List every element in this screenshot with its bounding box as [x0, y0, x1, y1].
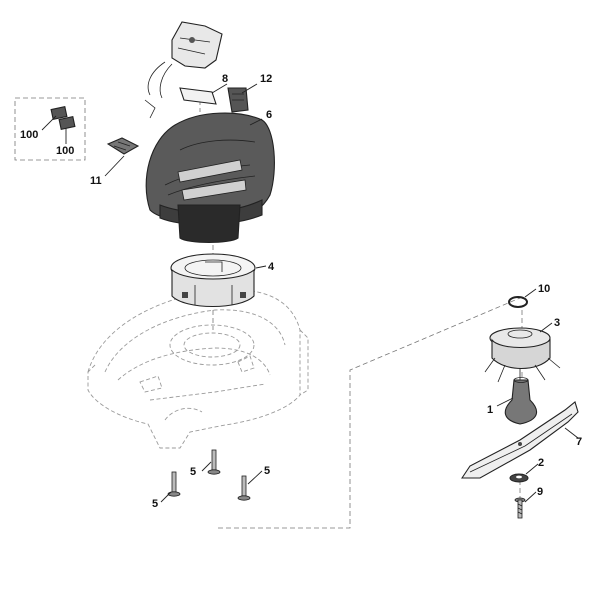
deck-screw-part-c — [237, 475, 251, 501]
callout-100-upper: 100 — [20, 129, 38, 141]
callout-9: 9 — [537, 486, 543, 498]
blade-adapter-part — [504, 377, 538, 425]
callout-100-lower: 100 — [56, 145, 74, 157]
callout-11: 11 — [90, 175, 102, 187]
callout-2: 2 — [538, 457, 544, 469]
callout-7: 7 — [576, 436, 582, 448]
callout-10: 10 — [538, 283, 550, 295]
blade-bolt-part — [514, 497, 526, 519]
callout-1: 1 — [487, 404, 493, 416]
callout-5-left: 5 — [152, 498, 158, 510]
callout-3: 3 — [554, 317, 560, 329]
callout-labels: 8 12 6 4 11 100 100 10 3 1 7 2 9 5 5 5 — [20, 73, 582, 510]
deck-screw-part-a — [167, 471, 181, 497]
cooling-fan-part — [484, 327, 561, 386]
callout-5-right: 5 — [264, 465, 270, 477]
motor-hood-part — [145, 112, 275, 244]
battery-cells-part — [50, 106, 76, 130]
deck-screw-part-b — [207, 449, 221, 475]
motor-mount-part — [170, 253, 256, 308]
callout-12: 12 — [260, 73, 272, 85]
callout-6: 6 — [266, 109, 272, 121]
washer-part — [509, 473, 529, 483]
leader-lines — [41, 83, 579, 503]
mower-deck-outline — [87, 288, 309, 449]
callout-4: 4 — [268, 261, 275, 273]
circlip-part — [508, 296, 528, 308]
cover-plate-part — [179, 87, 217, 105]
mounting-clip-part — [106, 137, 140, 155]
callout-5-middle: 5 — [190, 466, 196, 478]
control-handle-part — [144, 21, 223, 119]
cutting-blade-part — [460, 401, 579, 479]
callout-8: 8 — [222, 73, 228, 85]
safety-key-part — [227, 87, 249, 113]
